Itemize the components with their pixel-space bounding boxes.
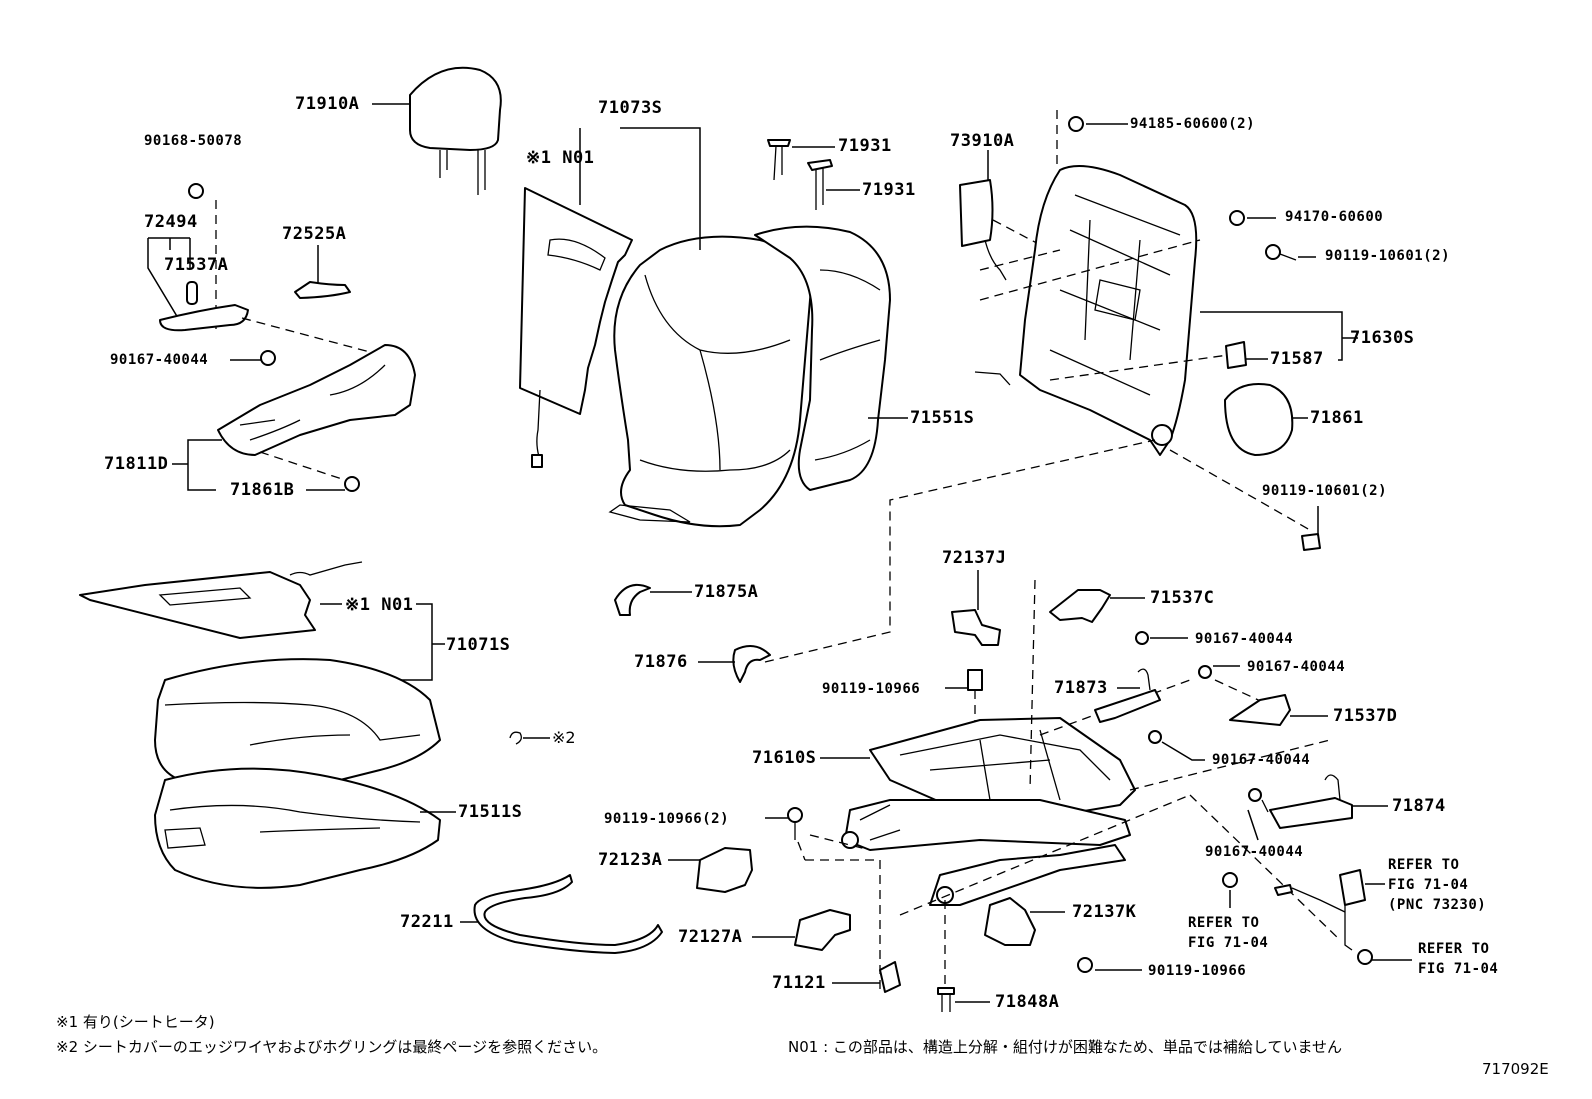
seatback-cover [608, 127, 812, 528]
cover-72123A [668, 847, 753, 893]
footnote-2: ※2 シートカバーのエッジワイヤおよびホグリングは最終ページを参照ください。 [56, 1038, 608, 1056]
label-cushion-heater-note: ※1 N01 [345, 595, 414, 615]
label-71873[interactable]: 71873 [1054, 678, 1108, 698]
bracket-71121 [832, 961, 901, 993]
back-heater-sheet [519, 128, 633, 468]
belt-buckle-ref [1222, 869, 1412, 965]
label-90167-40044-d[interactable]: 90167-40044 [1212, 752, 1311, 768]
label-71551S[interactable]: 71551S [910, 408, 975, 428]
cover-72137K [984, 897, 1142, 973]
headrest-71910A [372, 66, 502, 195]
side-shield-group [147, 183, 416, 492]
label-71610S[interactable]: 71610S [752, 748, 817, 768]
trim-71875A [614, 584, 692, 616]
label-71630S[interactable]: 71630S [1350, 328, 1415, 348]
seat-adjuster [805, 579, 1341, 990]
bracket-71874 [1247, 774, 1388, 841]
refer-label-2-line1[interactable]: REFER TO [1188, 915, 1260, 931]
pin-71848A [937, 987, 990, 1012]
bracket-71537C [1049, 589, 1188, 645]
label-94170-60600[interactable]: 94170-60600 [1285, 209, 1384, 225]
label-90119-10601-a[interactable]: 90119-10601(2) [1325, 248, 1451, 264]
label-72137J[interactable]: 72137J [942, 548, 1007, 568]
clips-71931 [767, 139, 860, 210]
refer-label-2-line2[interactable]: FIG 71-04 [1188, 935, 1269, 951]
label-71875A[interactable]: 71875A [694, 582, 759, 602]
refer-label-1-line1[interactable]: REFER TO [1388, 857, 1460, 873]
trim-71876 [698, 439, 1156, 683]
label-71848A[interactable]: 71848A [995, 992, 1060, 1012]
seatback-pad [754, 225, 908, 491]
label-71931-b[interactable]: 71931 [862, 180, 916, 200]
cover-72127A [752, 909, 851, 951]
label-71874[interactable]: 71874 [1392, 796, 1446, 816]
label-72137K[interactable]: 72137K [1072, 902, 1137, 922]
label-71876[interactable]: 71876 [634, 652, 688, 672]
cushion-pad [154, 767, 456, 889]
label-90119-10966-2[interactable]: 90119-10966(2) [604, 811, 730, 827]
label-71537A[interactable]: 71537A [164, 255, 229, 275]
frame-fasteners [1049, 116, 1321, 551]
label-back-heater-note: ※1 N01 [526, 148, 595, 168]
label-90119-10966-a[interactable]: 90119-10966 [822, 681, 921, 697]
label-wire-note: ※2 [552, 728, 576, 747]
label-90167-40044-c[interactable]: 90167-40044 [1247, 659, 1346, 675]
label-71910A[interactable]: 71910A [295, 94, 360, 114]
refer-label-3-line1[interactable]: REFER TO [1418, 941, 1490, 957]
refer-label-1-line2[interactable]: FIG 71-04 [1388, 877, 1469, 893]
label-73910A[interactable]: 73910A [950, 131, 1015, 151]
label-90119-10966-c[interactable]: 90119-10966 [1148, 963, 1247, 979]
label-72494[interactable]: 72494 [144, 212, 198, 232]
label-90167-40044-b[interactable]: 90167-40044 [1195, 631, 1294, 647]
label-71071S[interactable]: 71071S [446, 635, 511, 655]
label-90167-40044-e[interactable]: 90167-40044 [1205, 844, 1304, 860]
label-90119-10601-b[interactable]: 90119-10601(2) [1262, 483, 1388, 499]
screws-right [1198, 665, 1328, 726]
label-94185-60600[interactable]: 94185-60600(2) [1130, 116, 1256, 132]
refer-label-3-line2[interactable]: FIG 71-04 [1418, 961, 1499, 977]
diagram-id: 717092E [1482, 1060, 1549, 1078]
label-71861B[interactable]: 71861B [230, 480, 295, 500]
cushion-cover [154, 658, 441, 788]
label-71587[interactable]: 71587 [1270, 349, 1324, 369]
label-71861[interactable]: 71861 [1310, 408, 1364, 428]
label-90168-50078[interactable]: 90168-50078 [144, 133, 243, 149]
label-72123A[interactable]: 72123A [598, 850, 663, 870]
label-72525A[interactable]: 72525A [282, 224, 347, 244]
label-71931-a[interactable]: 71931 [838, 136, 892, 156]
label-71537C[interactable]: 71537C [1150, 588, 1215, 608]
label-71121[interactable]: 71121 [772, 973, 826, 993]
footnote-n01: N01 : この部品は、構造上分解・組付けが困難なため、単品では補給していません [788, 1038, 1343, 1056]
edge-wire-72211 [460, 874, 663, 954]
label-71073S[interactable]: 71073S [598, 98, 663, 118]
seatback-frame [974, 110, 1358, 456]
label-71511S[interactable]: 71511S [458, 802, 523, 822]
hog-ring [509, 731, 550, 745]
label-72211[interactable]: 72211 [400, 912, 454, 932]
label-71537D[interactable]: 71537D [1333, 706, 1398, 726]
part-71873 [1094, 668, 1205, 761]
footnote-1: ※1 有り(シートヒータ) [56, 1013, 215, 1031]
label-71811D[interactable]: 71811D [104, 454, 169, 474]
label-72127A[interactable]: 72127A [678, 927, 743, 947]
refer-label-1-line3[interactable]: (PNC 73230) [1388, 897, 1487, 913]
bolt-90119-10966-2 [765, 807, 806, 861]
label-90167-40044-a[interactable]: 90167-40044 [110, 352, 209, 368]
